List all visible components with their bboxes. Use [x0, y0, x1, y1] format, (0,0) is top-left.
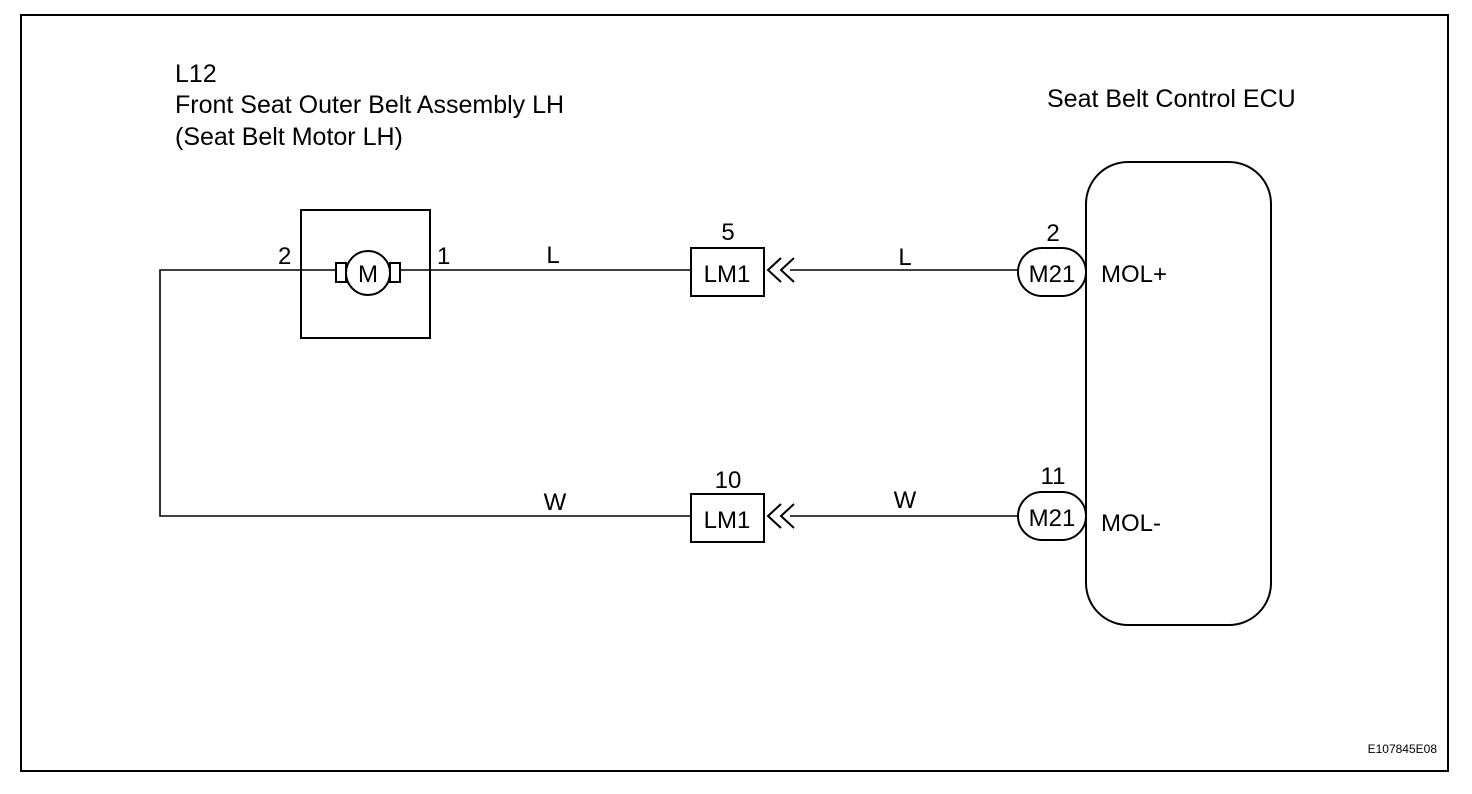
ecu-name: Seat Belt Control ECU	[1047, 85, 1296, 113]
motor-terminal-left	[335, 262, 347, 283]
junction-connector-box	[690, 493, 765, 543]
diagram-frame	[20, 14, 1449, 772]
motor-pin-right: 1	[437, 243, 450, 270]
junction-pin: 10	[715, 467, 742, 494]
figure-code: E107845E08	[1368, 742, 1438, 756]
ecu-terminal-signal: MOL-	[1101, 510, 1161, 537]
component-subname: (Seat Belt Motor LH)	[175, 123, 403, 151]
junction-connector-label: LM1	[704, 261, 751, 288]
junction-pin: 5	[721, 219, 734, 246]
ecu-terminal-pin: 11	[1041, 463, 1066, 490]
junction-chevron-icon	[766, 503, 782, 529]
wire-color-label: W	[544, 489, 567, 516]
junction-chevron-icon	[779, 503, 795, 529]
junction-connector-label: LM1	[704, 507, 751, 534]
ecu-terminal-signal: MOL+	[1101, 261, 1167, 288]
ecu-box	[1085, 161, 1272, 626]
wire-color-label: W	[894, 487, 917, 514]
component-name: Front Seat Outer Belt Assembly LH	[175, 91, 564, 119]
junction-chevron-icon	[766, 257, 782, 283]
junction-chevron-icon	[779, 257, 795, 283]
wire-color-label: L	[546, 242, 559, 269]
component-code: L12	[175, 60, 217, 88]
ecu-terminal-connector	[1017, 247, 1087, 297]
ecu-terminal-connector	[1017, 491, 1087, 541]
motor-box	[300, 209, 431, 339]
ecu-terminal-connector-label: M21	[1029, 261, 1076, 288]
wire-color-label: L	[898, 244, 911, 271]
ecu-terminal-pin: 2	[1046, 220, 1059, 247]
motor-icon	[345, 250, 391, 296]
motor-symbol: M	[358, 261, 378, 288]
motor-pin-left: 2	[278, 243, 291, 270]
ecu-terminal-connector-label: M21	[1029, 505, 1076, 532]
junction-connector-box	[690, 247, 765, 297]
motor-terminal-right	[389, 262, 401, 283]
wire-ground-return	[159, 269, 691, 517]
